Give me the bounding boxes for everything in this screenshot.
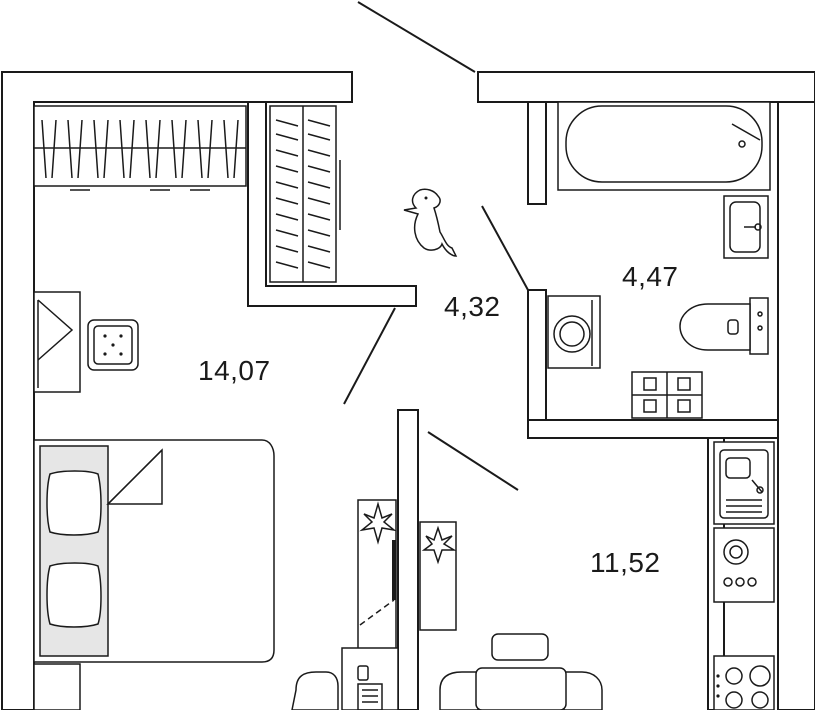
chair xyxy=(291,671,339,710)
shelving-unit xyxy=(631,371,703,419)
washing-machine-icon xyxy=(547,295,601,369)
kitchen-door xyxy=(427,431,519,491)
entrance-door xyxy=(357,1,476,73)
ottoman xyxy=(87,319,139,371)
shelf-left xyxy=(357,499,397,651)
kitchen-sink-icon xyxy=(713,441,775,525)
dresser xyxy=(33,663,81,710)
plant-icon xyxy=(359,501,397,545)
wardrobe-top xyxy=(33,105,247,191)
bedroom-door xyxy=(343,307,396,405)
wardrobe-hall xyxy=(269,105,341,283)
room-area-kitchen: 11,52 xyxy=(590,547,661,578)
cat-icon xyxy=(403,188,458,257)
desk xyxy=(341,647,399,710)
sink-icon xyxy=(723,195,769,259)
bathroom-door xyxy=(481,205,529,291)
room-area-hallway: 4,32 xyxy=(444,291,501,322)
bathtub-icon xyxy=(557,101,771,191)
dishwasher-icon xyxy=(713,527,775,603)
bed xyxy=(33,439,275,663)
stove-icon xyxy=(713,655,775,710)
shelf-right xyxy=(419,521,457,631)
nightstand xyxy=(33,291,81,393)
room-area-bedroom: 14,07 xyxy=(198,355,271,386)
plant-icon xyxy=(421,525,457,565)
toilet-icon xyxy=(679,297,769,355)
room-area-bathroom: 4,47 xyxy=(622,261,679,292)
dining-table xyxy=(439,633,603,710)
